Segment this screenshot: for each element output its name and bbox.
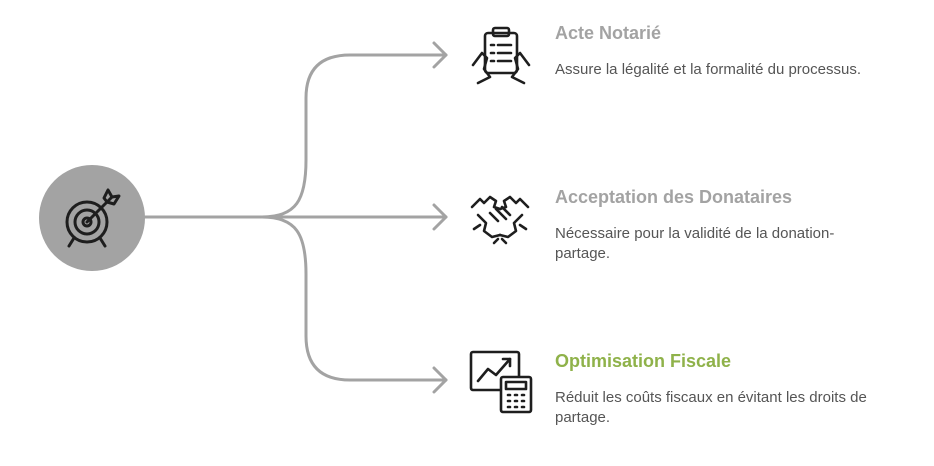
- handshake-puzzle-icon: [470, 195, 530, 245]
- connector-top: [260, 53, 448, 219]
- branch-title: Optimisation Fiscale: [555, 351, 732, 371]
- connector-bottom: [260, 215, 448, 382]
- branch-optimisation-fiscale: Optimisation Fiscale Réduit les coûts fi…: [555, 350, 885, 428]
- branch-description: Assure la légalité et la formalité du pr…: [555, 61, 861, 78]
- arrowhead-top: [432, 41, 448, 69]
- arrowhead-bottom: [432, 366, 448, 394]
- target-arrow-icon: [65, 188, 121, 248]
- arrowhead-middle: [432, 203, 448, 231]
- central-hub: [39, 165, 145, 271]
- branch-title: Acte Notarié: [555, 23, 662, 43]
- branch-title: Acceptation des Donataires: [555, 187, 793, 207]
- branch-description: Nécessaire pour la validité de la donati…: [555, 225, 835, 262]
- chart-calculator-icon: [469, 350, 533, 414]
- clipboard-hands-icon: [471, 26, 531, 85]
- branch-acte-notarie: Acte Notarié Assure la légalité et la fo…: [555, 22, 885, 80]
- branch-acceptation-donataires: Acceptation des Donataires Nécessaire po…: [555, 186, 885, 264]
- branch-description: Réduit les coûts fiscaux en évitant les …: [555, 389, 867, 426]
